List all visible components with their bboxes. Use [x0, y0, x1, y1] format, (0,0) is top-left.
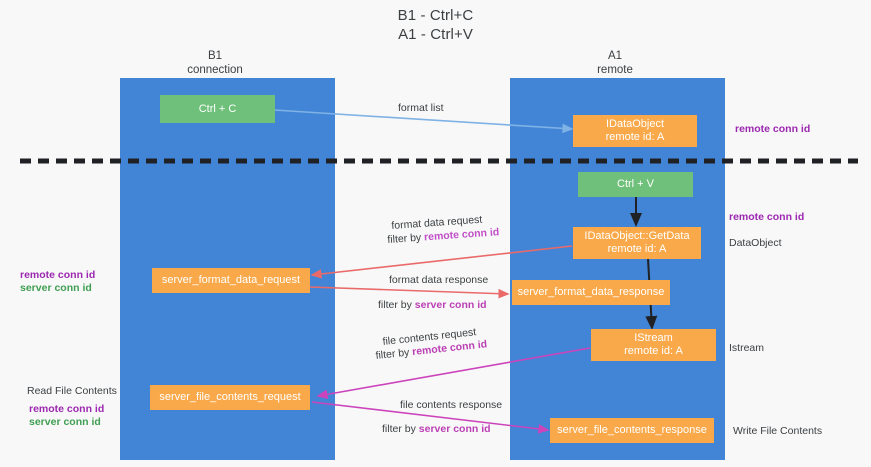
edge-label-file-contents-response-filter: filter by server conn id [382, 423, 491, 436]
node-server-format-data-request-label: server_format_data_request [161, 274, 301, 286]
filter-key-server-conn-id: server conn id [418, 423, 491, 435]
node-istream[interactable]: IStream remote id: A [591, 329, 716, 361]
annotation-remote-conn-id-top: remote conn id [735, 123, 811, 135]
node-getdata-line2: remote id: A [607, 243, 667, 255]
column-header-a1: A1 remote [550, 50, 680, 77]
node-ctrl-v-label: Ctrl + V [617, 178, 654, 190]
edge-label-format-data-response: format data response [389, 274, 489, 286]
edge-label-format-data-response-filter: filter by server conn id [378, 299, 487, 312]
node-idataobject-getdata[interactable]: IDataObject::GetData remote id: A [573, 227, 701, 259]
annotation-istream: Istream [729, 342, 765, 354]
annotation-remote-conn-id-mid: remote conn id [729, 211, 805, 223]
edge-label-format-list: format list [398, 102, 444, 114]
column-header-b1: B1 connection [150, 50, 280, 77]
annotation-dataobject: DataObject [729, 237, 782, 249]
node-ctrl-c[interactable]: Ctrl + C [160, 95, 275, 123]
node-server-file-contents-response-label: server_file_contents_response [557, 424, 707, 436]
edge-label-file-contents-response: file contents response [400, 399, 503, 411]
connector-format-data-response [309, 286, 510, 299]
column-header-b1-name: B1 [207, 50, 223, 62]
node-server-file-contents-response[interactable]: server_file_contents_response [550, 418, 714, 443]
title-line-1: B1 - Ctrl+C [397, 7, 474, 24]
filter-prefix: filter by [378, 299, 415, 311]
annotation-left-server-conn-id-bottom: server conn id [29, 416, 101, 428]
node-getdata-line1: IDataObject::GetData [584, 230, 690, 242]
node-idataobject-line1: IDataObject [605, 118, 665, 130]
node-server-format-data-response-label: server_format_data_response [517, 286, 665, 298]
diagram-title: B1 - Ctrl+C A1 - Ctrl+V [0, 6, 871, 44]
title-line-2: A1 - Ctrl+V [398, 26, 473, 43]
node-ctrl-c-label: Ctrl + C [198, 102, 237, 115]
node-istream-line2: remote id: A [624, 345, 683, 357]
column-header-a1-name: A1 [607, 50, 623, 62]
node-ctrl-v[interactable]: Ctrl + V [578, 172, 693, 197]
filter-prefix: filter by [375, 346, 413, 362]
column-header-a1-role: remote [597, 63, 633, 76]
column-header-b1-role: connection [187, 63, 243, 76]
node-server-file-contents-request-label: server_file_contents_request [159, 391, 301, 403]
node-istream-line1: IStream [634, 332, 673, 344]
node-server-format-data-request[interactable]: server_format_data_request [152, 268, 310, 293]
node-server-format-data-response[interactable]: server_format_data_response [512, 280, 670, 305]
annotation-write-file-contents: Write File Contents [733, 425, 823, 437]
annotation-left-remote-conn-id-mid: remote conn id [20, 269, 96, 281]
annotation-left-server-conn-id-mid: server conn id [20, 282, 92, 294]
filter-prefix: filter by [387, 231, 425, 246]
annotation-left-remote-conn-id-bottom: remote conn id [29, 403, 105, 415]
filter-key-server-conn-id: server conn id [414, 299, 487, 311]
node-idataobject-line2: remote id: A [605, 131, 665, 143]
node-idataobject[interactable]: IDataObject remote id: A [573, 115, 697, 147]
filter-prefix: filter by [382, 423, 419, 435]
annotation-read-file-contents: Read File Contents [27, 385, 117, 397]
node-server-file-contents-request[interactable]: server_file_contents_request [150, 385, 310, 410]
